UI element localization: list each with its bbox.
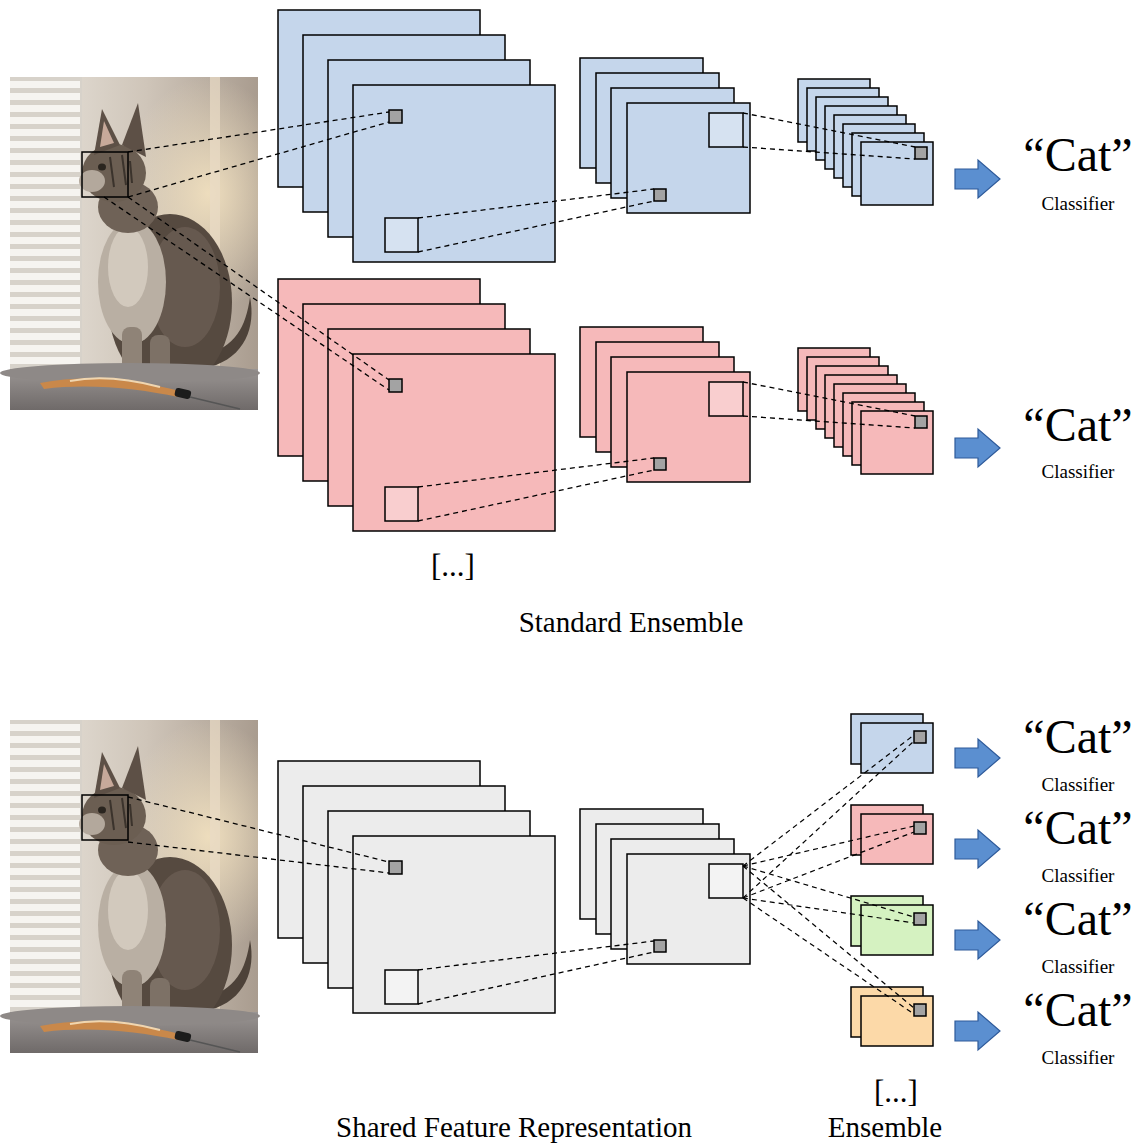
classifier-caption: Classifier [1042,1048,1115,1068]
class-label: “Cat” [1023,985,1132,1035]
receptive-lines [128,797,654,1004]
ellipsis-label: [...] [874,1076,918,1109]
section-caption: Standard Ensemble [519,607,744,637]
ensemble-head [851,987,1000,1050]
classifier-caption: Classifier [1042,866,1115,886]
cat-photo [0,77,260,410]
cnn-stack [278,10,1000,262]
cnn-stack [278,279,1000,531]
class-label: “Cat” [1023,400,1132,450]
ellipsis-label: [...] [431,550,475,583]
class-label: “Cat” [1023,894,1132,944]
class-label: “Cat” [1023,130,1132,180]
ensemble-head [851,714,1000,777]
classifier-caption: Classifier [1042,462,1115,482]
class-label: “Cat” [1023,803,1132,853]
classifier-caption: Classifier [1042,775,1115,795]
fan-lines [743,735,914,1014]
section-caption: Ensemble [828,1112,942,1142]
shared-stack [278,761,750,1013]
class-label: “Cat” [1023,712,1132,762]
classifier-caption: Classifier [1042,957,1115,977]
cat-photo [0,720,260,1053]
ensemble-head [851,805,1000,868]
section-caption: Shared Feature Representation [336,1112,692,1142]
classifier-caption: Classifier [1042,194,1115,214]
receptive-lines [104,112,389,390]
